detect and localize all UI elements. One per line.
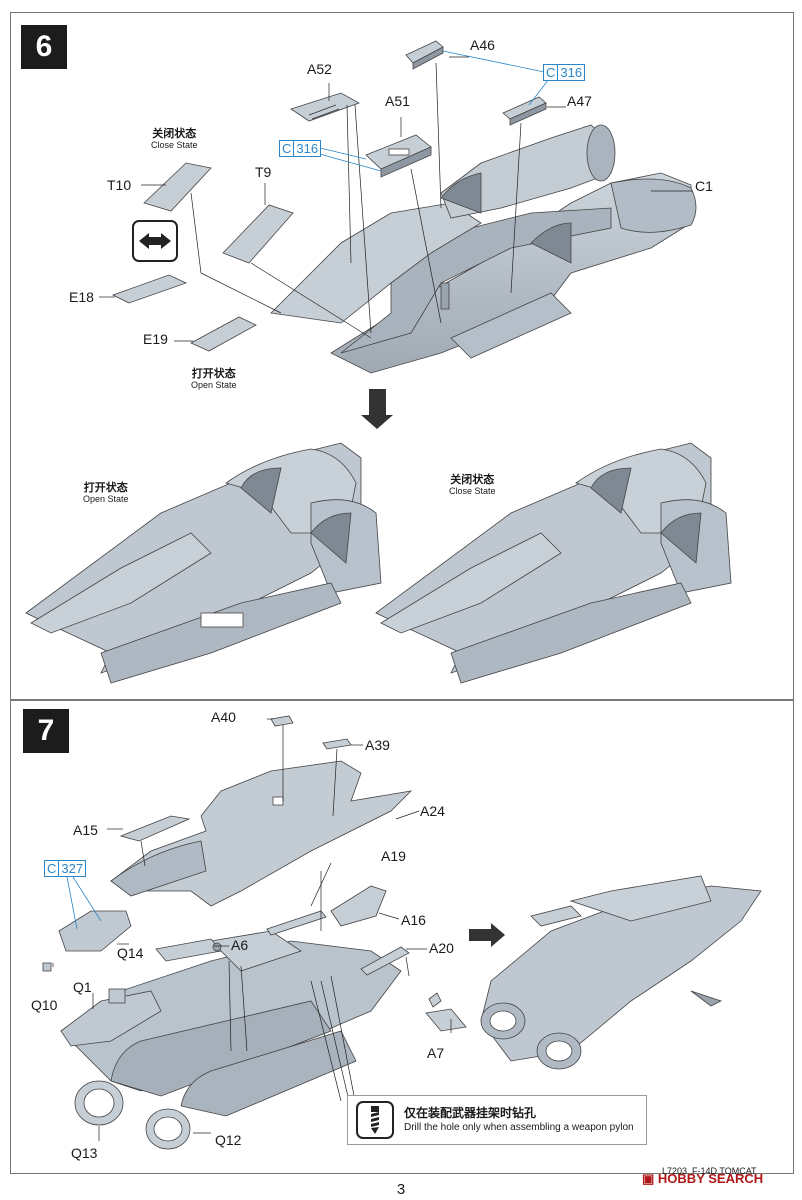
label-a46: A46 bbox=[470, 37, 495, 53]
result-open-state-assembly bbox=[25, 442, 382, 684]
part-q12 bbox=[145, 1108, 191, 1150]
part-t9 bbox=[222, 204, 294, 264]
ref-leaders bbox=[315, 50, 550, 172]
part-a47 bbox=[502, 96, 547, 126]
part-a16 bbox=[330, 885, 387, 927]
part-a15 bbox=[119, 815, 191, 842]
part-a46 bbox=[405, 40, 444, 70]
watermark: ▣ HOBBY SEARCH bbox=[642, 1171, 764, 1186]
leader-lines bbox=[52, 718, 452, 1141]
label-q14: Q14 bbox=[117, 945, 144, 961]
part-q1 bbox=[60, 988, 162, 1047]
part-a20 bbox=[360, 946, 410, 976]
part-q13 bbox=[74, 1080, 124, 1126]
page-number: 3 bbox=[396, 1181, 406, 1198]
part-a51 bbox=[365, 134, 432, 178]
ref-leaders bbox=[66, 876, 102, 930]
down-arrow-icon bbox=[361, 389, 393, 429]
double-arrow-icon bbox=[132, 220, 178, 262]
part-q10 bbox=[42, 962, 52, 972]
part-q14 bbox=[58, 910, 132, 952]
part-e18 bbox=[111, 274, 188, 304]
part-t10 bbox=[143, 162, 212, 212]
drill-icon bbox=[356, 1101, 394, 1139]
part-a52 bbox=[290, 92, 360, 122]
label-a19: A19 bbox=[381, 848, 406, 864]
label-q13: Q13 bbox=[71, 1145, 98, 1161]
step-6-panel: 6 bbox=[10, 12, 794, 700]
part-a6 bbox=[155, 938, 222, 962]
finished-assembly bbox=[480, 875, 762, 1070]
drill-note-en: Drill the hole only when assembling a we… bbox=[404, 1122, 634, 1133]
label-a40: A40 bbox=[211, 709, 236, 725]
part-e19 bbox=[190, 316, 257, 352]
footer-model: L7203 F-14D TOMCAT bbox=[662, 1166, 757, 1176]
part-a7 bbox=[425, 992, 467, 1032]
label-c1: C1 bbox=[695, 178, 713, 194]
drill-note-cn: 仅在装配武器挂架时钻孔 bbox=[404, 1106, 537, 1120]
step-6-illustration bbox=[25, 40, 732, 684]
label-e18: E18 bbox=[69, 289, 94, 305]
step-7-panel: 7 bbox=[10, 700, 794, 1174]
drill-note: 仅在装配武器挂架时钻孔 Drill the hole only when ass… bbox=[347, 1095, 647, 1145]
part-a39 bbox=[322, 738, 352, 750]
label-a15: A15 bbox=[73, 822, 98, 838]
label-a24: A24 bbox=[420, 803, 445, 819]
watermark-icon: ▣ bbox=[642, 1171, 655, 1186]
label-e19: E19 bbox=[143, 331, 168, 347]
label-a47: A47 bbox=[567, 93, 592, 109]
part-a40 bbox=[270, 715, 294, 727]
right-arrow-icon bbox=[469, 923, 505, 947]
label-a20: A20 bbox=[429, 940, 454, 956]
label-q10: Q10 bbox=[31, 997, 58, 1013]
fuselage-assembly bbox=[270, 124, 697, 374]
step-number: 7 bbox=[23, 709, 69, 753]
step-number: 6 bbox=[21, 25, 67, 69]
part-a19 bbox=[266, 910, 327, 936]
label-q12: Q12 bbox=[215, 1132, 242, 1148]
upper-fuselage-a24 bbox=[110, 760, 413, 907]
label-a16: A16 bbox=[401, 912, 426, 928]
lower-fuselage-assembly bbox=[60, 930, 402, 1117]
label-a39: A39 bbox=[365, 737, 390, 753]
label-a7: A7 bbox=[427, 1045, 445, 1061]
result-close-state-assembly bbox=[375, 442, 732, 684]
step-7-illustration bbox=[42, 715, 762, 1150]
label-t10: T10 bbox=[107, 177, 132, 193]
label-a6: A6 bbox=[231, 937, 249, 953]
label-t9: T9 bbox=[255, 164, 272, 180]
label-a52: A52 bbox=[307, 61, 332, 77]
label-a51: A51 bbox=[385, 93, 410, 109]
label-q1: Q1 bbox=[73, 979, 92, 995]
leader-lines bbox=[99, 56, 693, 342]
